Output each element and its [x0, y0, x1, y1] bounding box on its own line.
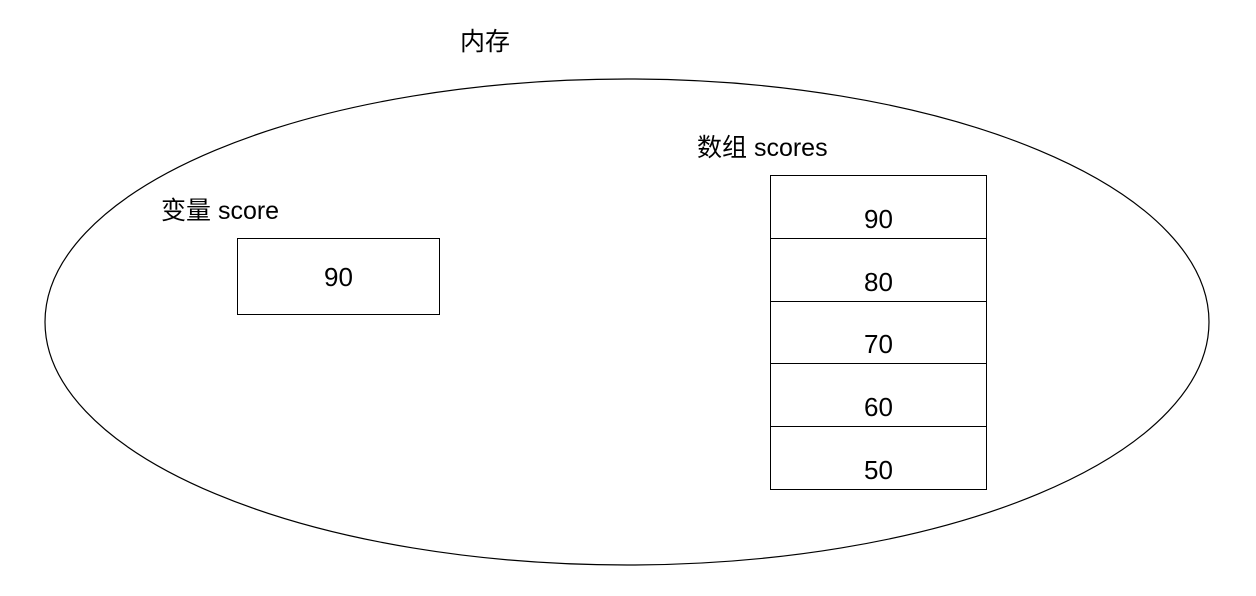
array-cell: 70	[771, 302, 986, 365]
array-label: 数组 scores	[697, 134, 828, 162]
array-cell: 60	[771, 364, 986, 428]
page-title: 内存	[460, 28, 511, 56]
array-cell: 80	[771, 239, 986, 302]
array-cell-value: 90	[864, 203, 893, 234]
array-cell-value: 80	[864, 266, 893, 297]
array-cell-value: 70	[864, 329, 893, 360]
array-cell: 50	[771, 427, 986, 489]
variable-label: 变量 score	[161, 197, 280, 225]
variable-box: 90	[237, 238, 440, 315]
memory-ellipse	[44, 78, 1210, 566]
array-cell-value: 50	[864, 454, 893, 485]
array-cell-value: 60	[864, 392, 893, 423]
array-box: 90 80 70 60 50	[770, 175, 987, 490]
variable-value: 90	[324, 261, 353, 292]
array-cell: 90	[771, 176, 986, 239]
